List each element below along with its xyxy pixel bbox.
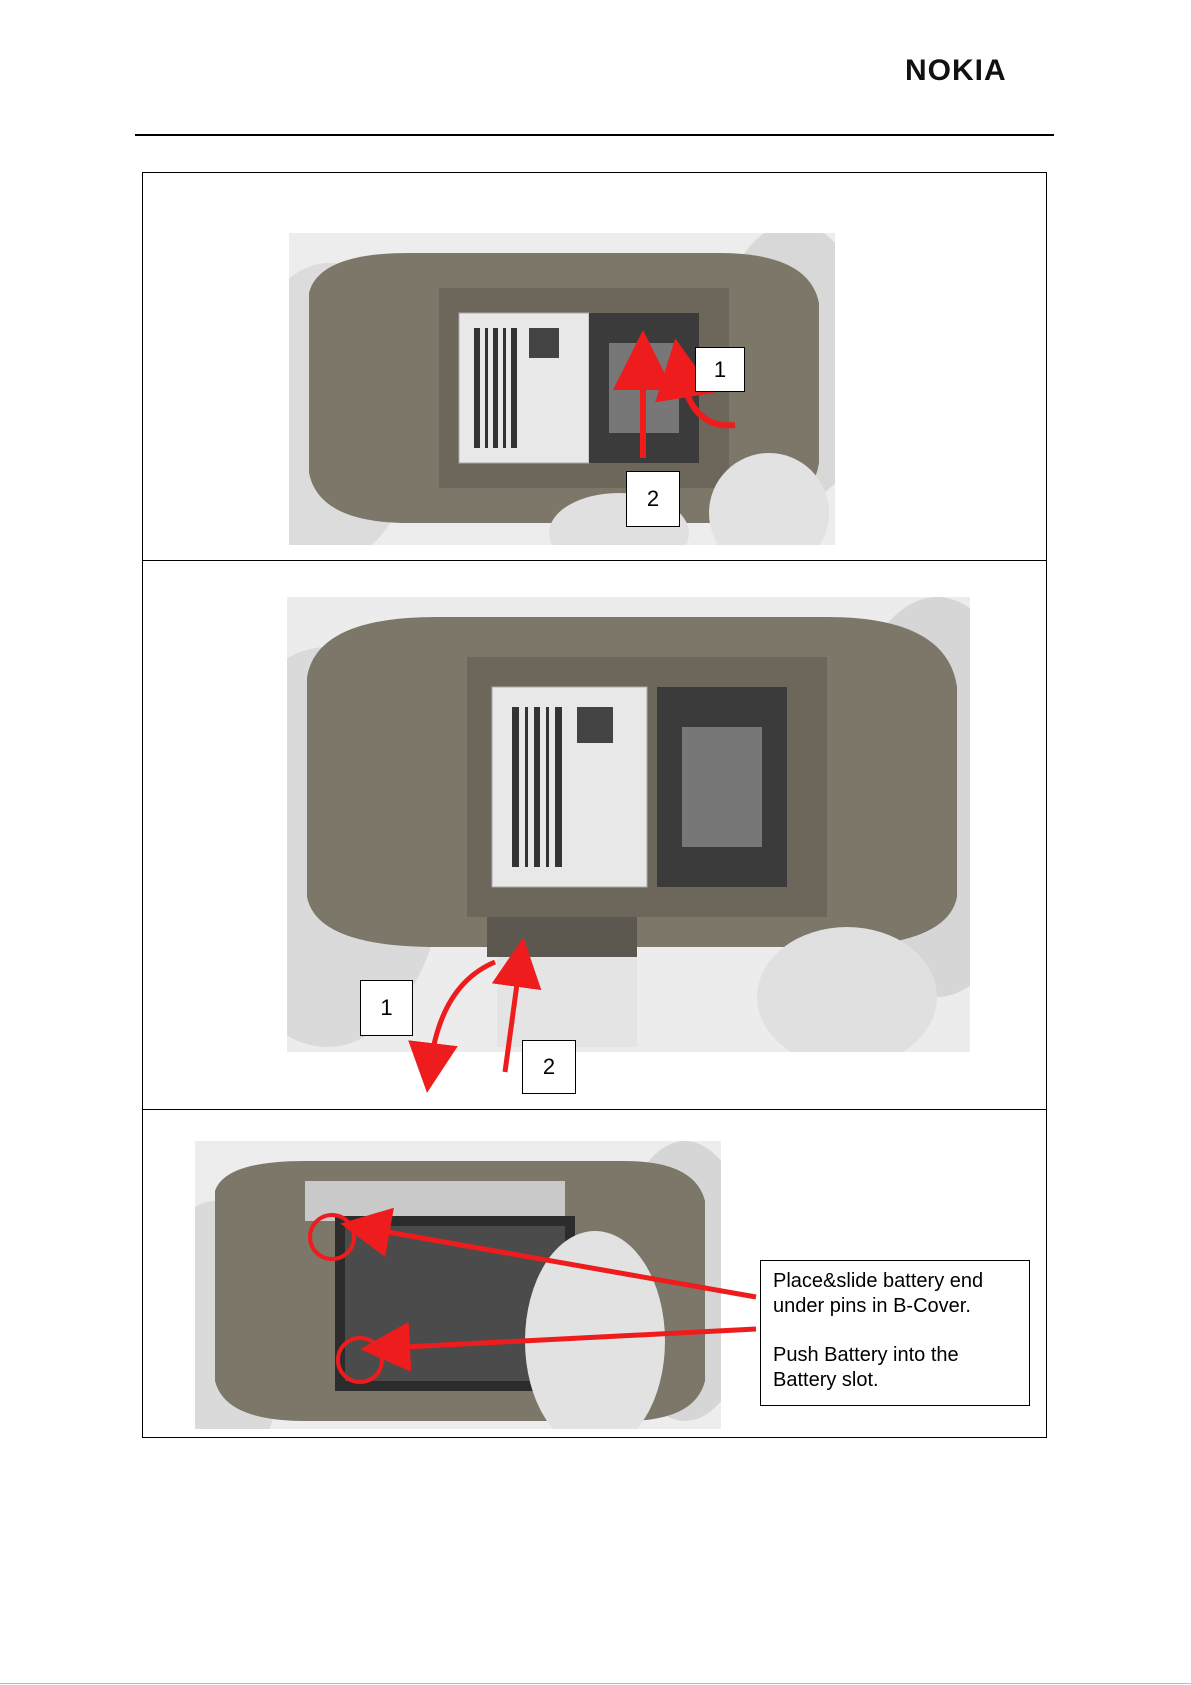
photo-battery-insertion bbox=[195, 1141, 721, 1429]
note-line-push: Push Battery into the Battery slot. bbox=[773, 1343, 1017, 1393]
step2-callout-2: 2 bbox=[522, 1040, 576, 1094]
page-bottom-edge bbox=[0, 1683, 1191, 1684]
nokia-logo: NOKIA bbox=[905, 54, 1007, 88]
row-divider-1 bbox=[142, 560, 1047, 561]
step1-callout-2: 2 bbox=[626, 471, 680, 527]
step2-callout-1: 1 bbox=[360, 980, 413, 1036]
row-divider-2 bbox=[142, 1109, 1047, 1110]
battery-instruction-note: Place&slide battery end under pins in B-… bbox=[760, 1260, 1030, 1406]
note-line-slide: Place&slide battery end under pins in B-… bbox=[773, 1269, 1017, 1319]
step1-callout-1: 1 bbox=[695, 347, 745, 392]
photo-sim-holder-open bbox=[289, 233, 835, 545]
header-rule bbox=[135, 134, 1054, 136]
